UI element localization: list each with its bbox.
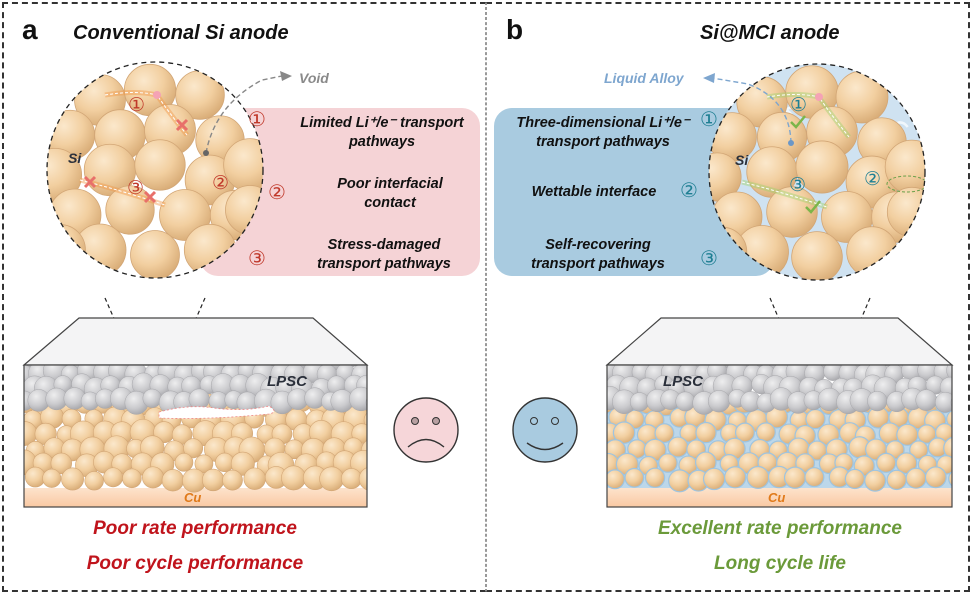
- zoom-marker-b-3: ③: [789, 174, 807, 196]
- zoom-marker-a-1: ①: [128, 94, 146, 116]
- lpsc-label-a: LPSC: [267, 373, 308, 390]
- callout-number-a-1: ①: [248, 107, 266, 131]
- callout-box-a: [200, 108, 480, 276]
- liquid-alloy-arrow: [711, 77, 792, 144]
- liquid-alloy-label: Liquid Alloy: [604, 70, 684, 86]
- zoom-marker-b-1: ①: [790, 94, 808, 116]
- callout-number-a-2: ②: [268, 180, 286, 204]
- cu-current-collector: [24, 488, 367, 507]
- happy-face-icon: [512, 397, 578, 463]
- si-label-a: Si: [68, 150, 82, 166]
- void-gap: [158, 405, 275, 419]
- outcome-a-2: Poor cycle performance: [86, 553, 304, 574]
- outcome-b-1: Excellent rate performance: [658, 518, 902, 539]
- callout-box-b: [494, 108, 774, 276]
- callout-text-b-2: Wettable interface: [531, 184, 657, 200]
- lpsc-label-b: LPSC: [663, 373, 704, 390]
- cu-current-collector: [607, 488, 952, 507]
- void-arrow: [205, 75, 283, 154]
- callout-text-b-1: Three-dimensional Li⁺/e⁻transport pathwa…: [516, 115, 690, 150]
- outcome-b-2: Long cycle life: [714, 553, 846, 574]
- zoom-marker-a-3: ③: [127, 177, 145, 199]
- cu-label-b: Cu: [768, 490, 786, 505]
- si-label-b: Si: [735, 152, 749, 168]
- si-particle: [795, 140, 849, 194]
- zoom-marker-b-2: ②: [864, 168, 882, 190]
- zoom-particles-a: [47, 63, 263, 278]
- electrode-stack-a: [22, 317, 369, 508]
- zoom-marker-a-2: ②: [212, 172, 230, 194]
- panel-conventional-si: [2, 2, 486, 592]
- panel-title-a: Conventional Si anode: [73, 22, 289, 44]
- cu-label-a: Cu: [184, 490, 202, 505]
- panel-letter-b: b: [506, 14, 524, 45]
- void-label: Void: [299, 70, 329, 86]
- panel-letter-a: a: [22, 14, 38, 45]
- callout-number-b-1: ①: [700, 107, 718, 131]
- callout-number-b-2: ②: [680, 178, 698, 202]
- callout-number-b-3: ③: [700, 246, 718, 270]
- electrode-stack-b: [605, 317, 954, 508]
- sad-face-icon: [393, 397, 459, 463]
- si-particle: [130, 230, 180, 278]
- si-particle: [791, 231, 843, 280]
- panel-si-mci: [486, 2, 970, 592]
- si-particle: [134, 139, 186, 191]
- callout-number-a-3: ③: [248, 246, 266, 270]
- si-particle: [709, 152, 742, 202]
- outcome-a-1: Poor rate performance: [93, 518, 297, 539]
- panel-title-b: Si@MCI anode: [700, 22, 840, 44]
